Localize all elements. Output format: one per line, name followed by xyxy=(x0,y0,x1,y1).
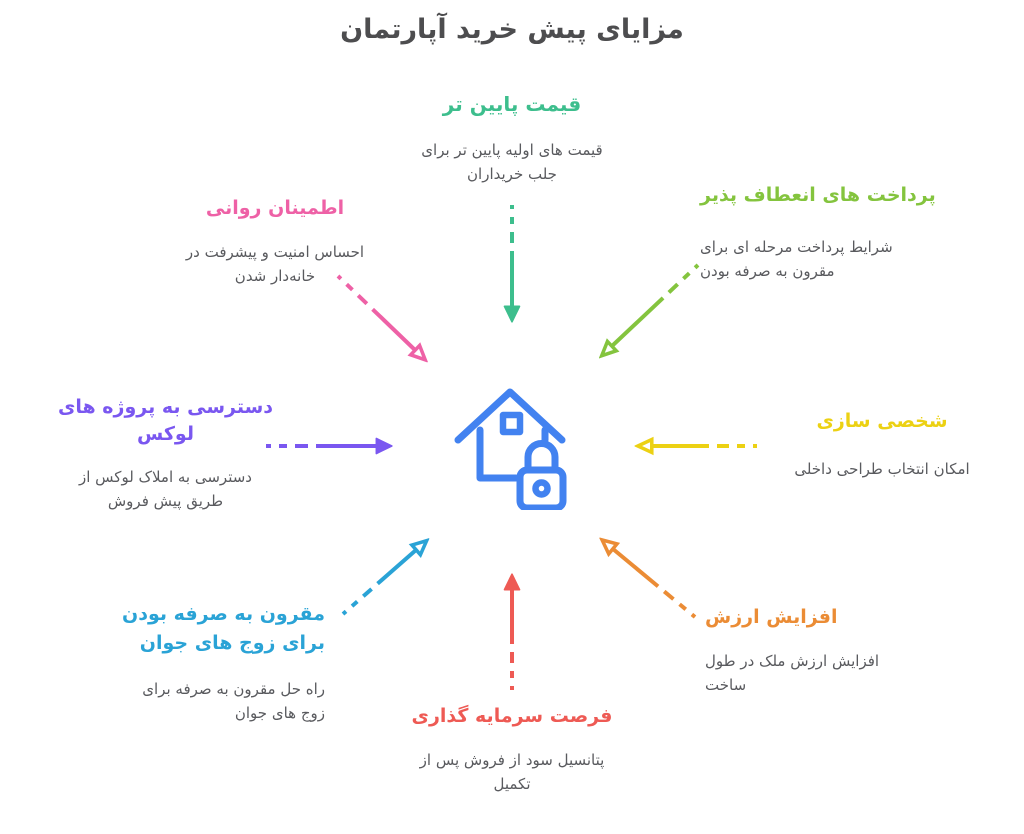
lock-body xyxy=(516,466,567,510)
arrow-value-increase xyxy=(613,549,697,619)
lock-shackle xyxy=(524,440,559,474)
benefit-heading: مقرون به صرفه بودن برای زوج های جوان xyxy=(122,603,325,655)
benefit-description: دسترسی به املاک لوکس از طریق پیش فروش xyxy=(79,468,252,511)
benefit-description: شرایط پرداخت مرحله ای برای مقرون به صرفه… xyxy=(700,237,893,280)
house-lock-icon xyxy=(454,388,567,510)
benefit-description: امکان انتخاب طراحی داخلی xyxy=(794,459,970,478)
benefit-description: افزایش ارزش ملک در طول ساخت xyxy=(705,651,880,694)
benefit-heading: دسترسی به پروژه های لوکس xyxy=(57,396,274,445)
benefit-description: قیمت های اولیه پایین تر برای جلب خریدارا… xyxy=(421,141,603,184)
house-roof xyxy=(454,388,566,444)
benefit-personalization: شخصی سازی امکان انتخاب طراحی داخلی xyxy=(762,408,1002,481)
lock-keyhole xyxy=(532,479,551,498)
benefit-flexible-payments: پرداخت های انعطاف پذیر شرایط پرداخت مرحل… xyxy=(700,182,950,283)
benefit-affordable-for-young-couples: مقرون به صرفه بودن برای زوج های جوان راه… xyxy=(95,600,325,725)
benefit-luxury-projects-access: دسترسی به پروژه های لوکس دسترسی به املاک… xyxy=(48,394,283,514)
benefit-peace-of-mind: اطمینان روانی احساس امنیت و پیشرفت در خا… xyxy=(155,195,395,288)
page-title: مزایای پیش خرید آپارتمان xyxy=(340,14,684,45)
benefit-heading: افزایش ارزش xyxy=(705,606,838,628)
benefit-heading: پرداخت های انعطاف پذیر xyxy=(700,184,936,206)
benefit-description: احساس امنیت و پیشرفت در خانه‌دار شدن xyxy=(185,242,365,285)
benefit-description: پتانسیل سود از فروش پس از تکمیل xyxy=(419,750,605,793)
benefit-investment-opportunity: فرصت سرمایه گذاری پتانسیل سود از فروش پس… xyxy=(377,703,647,796)
benefit-heading: قیمت پایین تر xyxy=(442,92,582,116)
benefit-lower-price: قیمت پایین تر قیمت های اولیه پایین تر بر… xyxy=(362,90,662,187)
benefit-heading: فرصت سرمایه گذاری xyxy=(411,705,613,727)
benefit-heading: اطمینان روانی xyxy=(205,197,345,219)
arrow-flexible-payments xyxy=(612,263,700,346)
arrow-affordable-for-young-couples xyxy=(341,550,416,616)
house-window xyxy=(499,411,524,436)
benefit-value-increase: افزایش ارزش افزایش ارزش ملک در طول ساخت xyxy=(705,604,945,697)
benefit-heading: شخصی سازی xyxy=(816,410,948,432)
house-walls xyxy=(476,426,520,482)
benefit-description: راه حل مقرون به صرفه برای زوج های جوان xyxy=(142,679,325,723)
